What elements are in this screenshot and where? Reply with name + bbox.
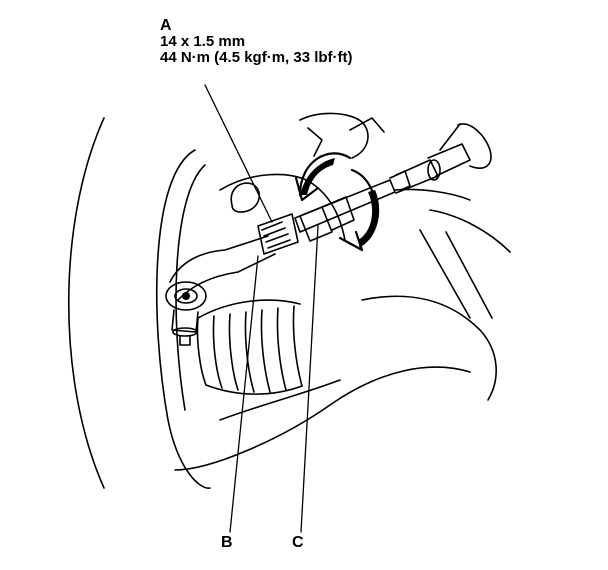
leader-c [300,225,319,533]
body-panel [361,295,497,401]
leader-b [229,255,259,533]
wrench [294,123,492,242]
wheel-rim-inner [175,164,206,411]
callout-a-size: 14 x 1.5 mm [160,33,246,50]
ball-joint [165,281,207,311]
leader-a [204,84,273,223]
callout-c-letter: C [292,534,304,551]
callout-a-letter: A [160,17,172,34]
tie-rod-threads [261,221,291,249]
callout-a-torque: 44 N·m (4.5 kgf·m, 33 lbf·ft) [160,49,353,66]
callout-b-letter: B [221,534,233,551]
cv-boot [196,299,303,395]
wheel-rim-outline [155,149,211,489]
tie-rod-end-arm [169,235,269,283]
lower-arm [174,366,471,471]
tire-outer-arc [67,117,105,489]
